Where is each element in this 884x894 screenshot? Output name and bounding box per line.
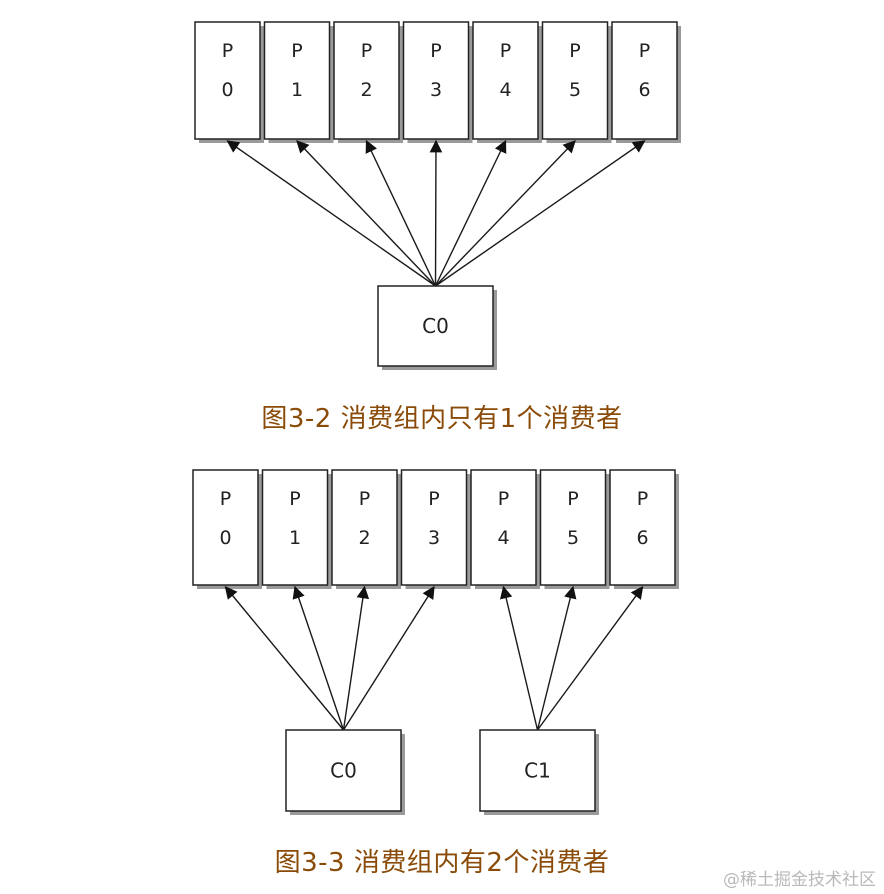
fig1-consumer-c0: C0 — [377, 285, 497, 370]
partition-label-number: 3 — [430, 79, 442, 101]
partition-label-number: 1 — [289, 527, 301, 549]
partition-label-letter: P — [569, 40, 580, 62]
fig2-partition-3: P3 — [400, 469, 471, 589]
partition-box — [192, 469, 259, 586]
arrow-c0-to-p1 — [292, 585, 345, 731]
partition-label-letter: P — [637, 488, 648, 510]
consumer-label: C0 — [330, 759, 357, 783]
partition-box — [194, 21, 261, 140]
fig1-partition-6: P6 — [611, 21, 681, 143]
partition-box — [333, 21, 400, 140]
fig2-partition-2: P2 — [331, 469, 401, 589]
partition-label-number: 0 — [219, 527, 231, 549]
figure-2-caption: 图3-3 消费组内有2个消费者 — [274, 848, 610, 878]
partition-box — [539, 469, 607, 586]
partition-label-number: 1 — [291, 79, 303, 101]
fig1-partition-5: P5 — [541, 21, 612, 143]
partition-label-number: 3 — [428, 527, 440, 549]
fig2-consumer-c1: C1 — [479, 729, 599, 815]
partition-label-letter: P — [291, 40, 302, 62]
fig1-arrows-c0 — [226, 139, 646, 287]
partition-label-letter: P — [498, 488, 509, 510]
partition-box — [541, 21, 609, 140]
partition-box — [470, 469, 537, 586]
consumer-box — [479, 729, 596, 812]
partition-box — [609, 469, 676, 586]
consumer-label: C1 — [524, 759, 551, 783]
partition-label-letter: P — [430, 40, 441, 62]
consumer-box — [285, 729, 402, 812]
fig1-partition-0: P0 — [194, 21, 264, 143]
partition-label-number: 2 — [358, 527, 370, 549]
partition-box — [263, 21, 331, 140]
partition-label-number: 2 — [360, 79, 372, 101]
partition-box — [472, 21, 539, 140]
fig2-partition-5: P5 — [539, 469, 610, 589]
partition-box — [402, 21, 470, 140]
fig1-partition-3: P3 — [402, 21, 473, 143]
arrow-c0-to-p0 — [224, 586, 345, 731]
partition-label-letter: P — [289, 488, 300, 510]
partition-box — [611, 21, 678, 140]
partition-box — [261, 469, 329, 586]
partition-label-number: 4 — [499, 79, 511, 101]
partition-label-number: 0 — [221, 79, 233, 101]
arrow-c1-to-p6 — [536, 585, 644, 731]
partition-label-letter: P — [220, 488, 231, 510]
arrow-c0-to-p0 — [226, 140, 436, 287]
consumer-label: C0 — [422, 314, 449, 338]
fig2-arrows-c1 — [499, 585, 644, 731]
fig2-partition-0: P0 — [192, 469, 262, 589]
fig1-partition-4: P4 — [472, 21, 542, 143]
partition-label-number: 6 — [636, 527, 648, 549]
fig2-partition-4: P4 — [470, 469, 540, 589]
arrow-c0-to-p2 — [365, 139, 437, 287]
partition-box — [400, 469, 468, 586]
arrow-c0-to-p4 — [434, 139, 507, 287]
partition-label-letter: P — [428, 488, 439, 510]
partition-label-letter: P — [639, 40, 650, 62]
fig2-partition-1: P1 — [261, 469, 332, 589]
arrow-c0-to-p2 — [342, 585, 370, 731]
partition-label-number: 5 — [567, 527, 579, 549]
arrow-c0-to-p3 — [342, 585, 435, 731]
partition-label-number: 5 — [569, 79, 581, 101]
watermark-text: @稀土掘金技术社区 — [723, 870, 876, 890]
fig1-partition-1: P1 — [263, 21, 334, 143]
fig2-arrows-c0 — [224, 585, 435, 731]
fig2-partition-6: P6 — [609, 469, 679, 589]
arrow-c0-to-p6 — [435, 140, 646, 287]
arrow-c0-to-p3 — [429, 139, 443, 287]
arrow-c0-to-p5 — [434, 140, 576, 287]
partition-box — [331, 469, 398, 586]
partition-label-letter: P — [222, 40, 233, 62]
fig2-consumer-c0: C0 — [285, 729, 405, 815]
partition-label-letter: P — [359, 488, 370, 510]
partition-label-number: 4 — [497, 527, 509, 549]
consumer-box — [377, 285, 494, 367]
figure-1-caption: 图3-2 消费组内只有1个消费者 — [261, 404, 623, 434]
partition-label-letter: P — [500, 40, 511, 62]
partition-label-letter: P — [361, 40, 372, 62]
partition-label-number: 6 — [638, 79, 650, 101]
fig1-partition-2: P2 — [333, 21, 403, 143]
partition-label-letter: P — [567, 488, 578, 510]
arrow-c1-to-p4 — [499, 585, 539, 731]
arrow-c1-to-p5 — [536, 585, 577, 731]
arrow-c0-to-p1 — [296, 140, 437, 287]
